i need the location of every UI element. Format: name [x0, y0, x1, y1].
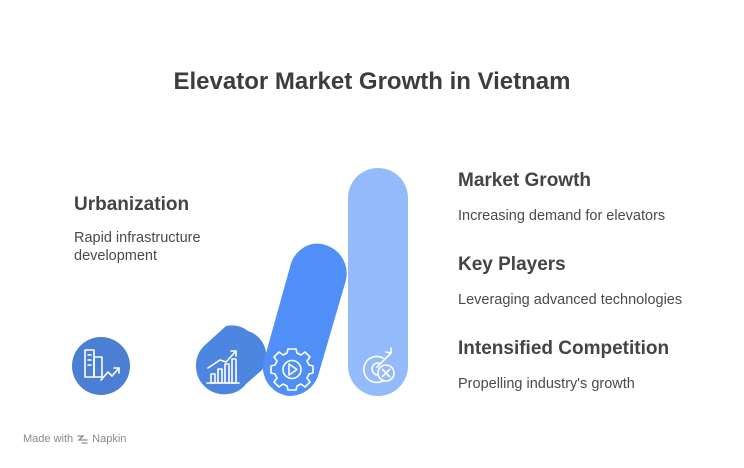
gear-play-icon	[270, 348, 314, 391]
footer-prefix: Made with	[23, 433, 74, 445]
small-growth-pill	[195, 325, 267, 395]
intensified-competition-description: Propelling industry's growth	[458, 376, 635, 392]
key-players-heading: Key Players	[458, 254, 566, 275]
urbanization-circle	[72, 337, 130, 395]
buildings-growth-icon	[84, 349, 120, 381]
urbanization-heading: Urbanization	[74, 194, 190, 215]
page-title: Elevator Market Growth in Vietnam	[173, 68, 571, 95]
market-growth-heading: Market Growth	[458, 170, 592, 191]
urbanization-description-line-2: development	[74, 248, 158, 264]
urbanization-description-line-1: Rapid infrastructure	[74, 230, 201, 246]
chart-growth-icon	[206, 350, 240, 384]
medium-growth-pill	[262, 243, 347, 396]
footer-brand: Napkin	[92, 433, 127, 445]
tall-growth-pill	[348, 168, 408, 396]
market-growth-description: Increasing demand for elevators	[458, 208, 666, 224]
footer-attribution: Made with Napkin	[23, 433, 126, 445]
intensified-competition-heading: Intensified Competition	[458, 338, 670, 359]
urbanization-description: Rapid infrastructure development	[74, 229, 201, 265]
key-players-description: Leveraging advanced technologies	[458, 292, 683, 308]
napkin-logo-icon	[77, 434, 88, 444]
target-x-icon	[363, 347, 395, 384]
